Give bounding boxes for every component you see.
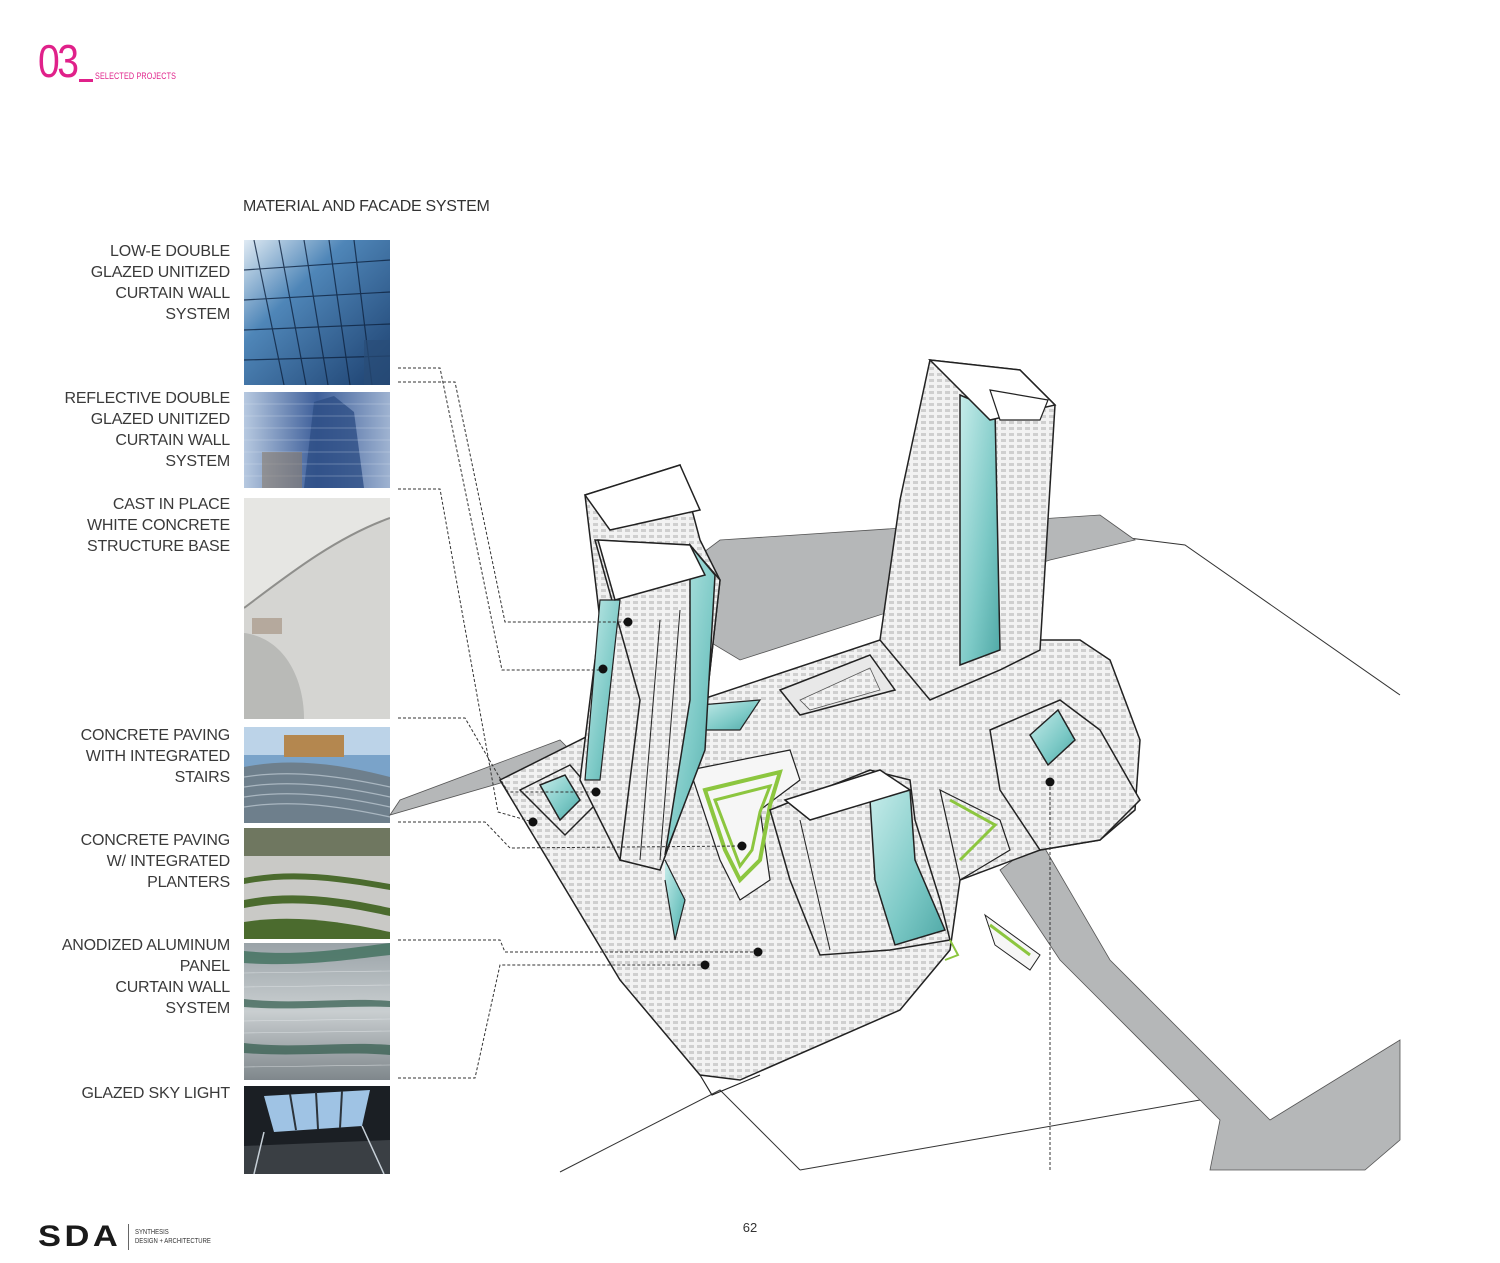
chapter-underscore xyxy=(79,79,94,82)
left-tower xyxy=(579,464,721,941)
logo-subtitle-line-2: DESIGN + ARCHITECTURE xyxy=(135,1238,212,1245)
material-label-skylight: GLAZED SKY LIGHT xyxy=(0,1083,230,1104)
logo-subtitle-line-1: SYNTHESIS xyxy=(135,1229,170,1236)
photo-glazed-skylight-interior xyxy=(244,1086,390,1174)
logo-divider xyxy=(128,1224,130,1250)
right-tower xyxy=(879,359,1057,701)
page-number: 62 xyxy=(742,1220,758,1235)
chapter-title: SELECTED PROJECTS xyxy=(95,71,177,81)
leader-dots xyxy=(528,617,1055,970)
photo-reflective-glass-tower xyxy=(244,392,390,488)
chapter-number: 03 xyxy=(38,35,79,87)
logo-subtitle: SYNTHESIS DESIGN + ARCHITECTURE xyxy=(135,1228,211,1246)
material-label-text: GLAZED SKY LIGHT xyxy=(81,1085,230,1102)
leader-lines xyxy=(398,367,1051,1172)
planter-terraces xyxy=(689,749,1041,971)
chapter-header: 03 SELECTED PROJECTS xyxy=(38,38,197,84)
architectural-axonometric-diagram xyxy=(389,359,1401,1173)
photo-paving-with-planters xyxy=(244,828,390,939)
short-tower xyxy=(769,769,960,961)
section-title: MATERIAL AND FACADE SYSTEM xyxy=(243,198,490,215)
footer-logo: SDA SYNTHESIS DESIGN + ARCHITECTURE xyxy=(38,1220,225,1254)
photo-white-concrete-overhang xyxy=(244,498,390,719)
photo-stepped-concrete-paving xyxy=(244,727,390,823)
sda-logo: SDA xyxy=(38,1220,122,1253)
photo-blue-glass-curtain-wall xyxy=(244,240,390,385)
photo-aluminum-panel-wall xyxy=(244,943,390,1080)
